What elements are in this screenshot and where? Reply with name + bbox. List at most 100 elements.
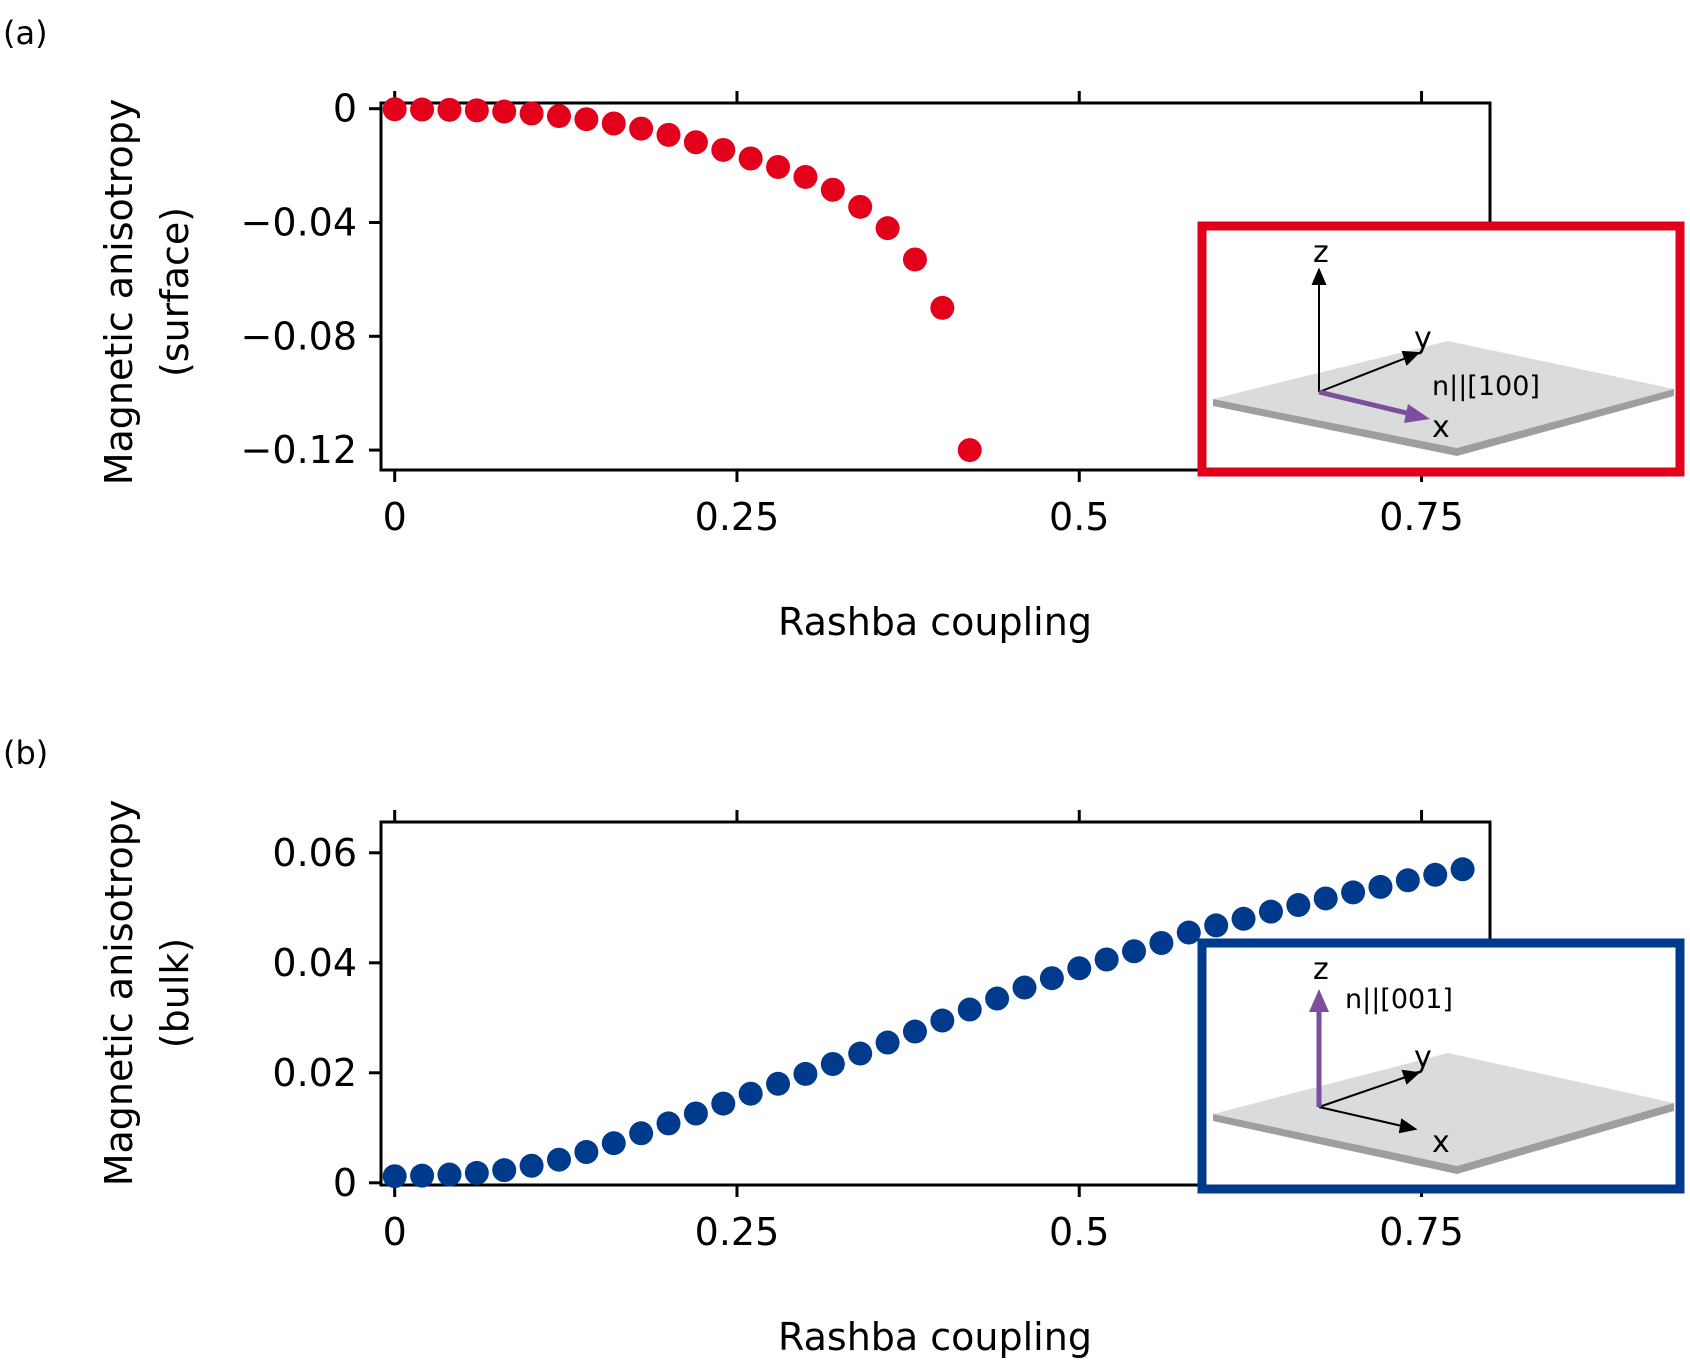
inset-a-n-arrow [1318,389,1430,423]
inset-b-n-arrow [1309,989,1329,1107]
data-point-b [1423,862,1448,887]
x-tick-label-b: 0.5 [1049,1210,1109,1254]
ylabel-b-line2: (bulk) [153,938,197,1048]
data-point-a [683,130,708,155]
x-tick-label-a: 0 [383,495,407,539]
inset-b-x-label: x [1432,1125,1450,1160]
x-tick-label-b: 0.25 [695,1210,780,1254]
y-tick-label-a: −0.08 [241,314,357,358]
data-point-b [902,1019,927,1044]
y-tick-label-b: 0.06 [272,831,357,875]
data-point-a [902,247,927,272]
data-point-b [601,1131,626,1156]
data-point-b [1313,886,1338,911]
inset-a-z-label: z [1313,235,1329,270]
data-point-b [1176,920,1201,945]
data-point-b [1341,880,1366,905]
data-point-a [738,146,763,171]
ylabel-a: Magnetic anisotropy (surface) [97,99,197,486]
x-tick-label-a: 0.25 [695,495,780,539]
data-point-a [492,99,517,124]
data-point-b [519,1153,544,1178]
data-point-a [820,177,845,202]
ylabel-b: Magnetic anisotropy (bulk) [97,800,197,1187]
data-point-b [574,1140,599,1164]
data-point-b [711,1091,736,1116]
data-point-b [437,1162,462,1187]
panel-label-a: (a) [3,14,48,52]
y-tick-label-b: 0.04 [272,941,357,985]
data-point-b [985,986,1010,1011]
points-b [382,857,1475,1189]
ylabel-b-line1: Magnetic anisotropy [97,800,141,1187]
inset-a-axes [1311,267,1421,393]
data-point-b [875,1030,900,1055]
y-tick-label-b: 0.02 [272,1051,357,1095]
data-point-b [820,1052,845,1076]
data-point-a [629,116,654,141]
y-tick-label-a: −0.12 [241,428,357,472]
xlabel-a: Rashba coupling [778,600,1092,644]
inset-a-plate-top [1213,341,1674,448]
points-a [382,97,982,463]
data-point-b [1450,857,1475,882]
inset-b-axes [1318,1069,1421,1134]
inset-b-y-label: y [1414,1040,1432,1075]
data-point-a [656,122,681,147]
panel-label-b: (b) [3,734,48,772]
inset-a-x-label: x [1432,410,1450,445]
data-point-b [410,1163,435,1188]
data-point-a [437,97,462,122]
data-point-b [1258,899,1283,924]
ylabel-a-line1: Magnetic anisotropy [97,99,141,486]
data-point-a [766,155,791,180]
data-point-a [546,104,571,129]
xlabel-b: Rashba coupling [778,1315,1092,1359]
data-point-a [875,216,900,241]
data-point-b [1094,947,1119,972]
inset-a-plate-edge [1213,389,1674,456]
data-point-b [793,1061,818,1086]
data-point-a [410,97,435,122]
data-point-b [1122,939,1147,964]
ticks-b: 0 0.25 0.5 0.75 0 0.02 0.04 0.06 [272,810,1464,1254]
data-point-b [766,1071,791,1096]
x-tick-label-a: 0.75 [1379,495,1464,539]
data-point-a [574,107,599,132]
inset-b-plate-edge [1213,1103,1674,1174]
data-point-a [848,194,873,219]
x-tick-label-b: 0 [383,1210,407,1254]
data-point-b [683,1101,708,1126]
data-point-b [1012,975,1037,1000]
y-tick-label-a: −0.04 [241,200,357,244]
data-point-a [711,137,736,162]
data-point-b [738,1081,763,1106]
ylabel-a-line2: (surface) [153,207,197,377]
data-point-b [930,1008,955,1033]
data-point-a [601,111,626,136]
x-tick-label-b: 0.75 [1379,1210,1464,1254]
data-point-a [957,438,982,463]
data-point-b [656,1111,681,1136]
x-tick-label-a: 0.5 [1049,495,1109,539]
data-point-b [492,1158,517,1183]
data-point-b [1368,874,1393,899]
inset-a-y-label: y [1414,321,1432,356]
data-point-b [1286,893,1311,918]
data-point-a [519,101,544,126]
inset-b-z-label: z [1313,952,1329,987]
data-point-b [629,1121,654,1146]
y-tick-label-a: 0 [333,87,357,131]
ticks-a: 0 0.25 0.5 0.75 0 −0.04 −0.08 −0.12 [241,87,1464,539]
data-point-b [1204,913,1229,938]
inset-b-plate-top [1213,1053,1674,1166]
inset-a-n-label: n||[100] [1432,371,1540,402]
inset-b: z y x n||[001] [1197,938,1685,1194]
y-tick-label-b: 0 [333,1161,357,1205]
data-point-b [382,1164,407,1189]
data-point-a [793,164,818,189]
data-point-a [382,97,407,122]
